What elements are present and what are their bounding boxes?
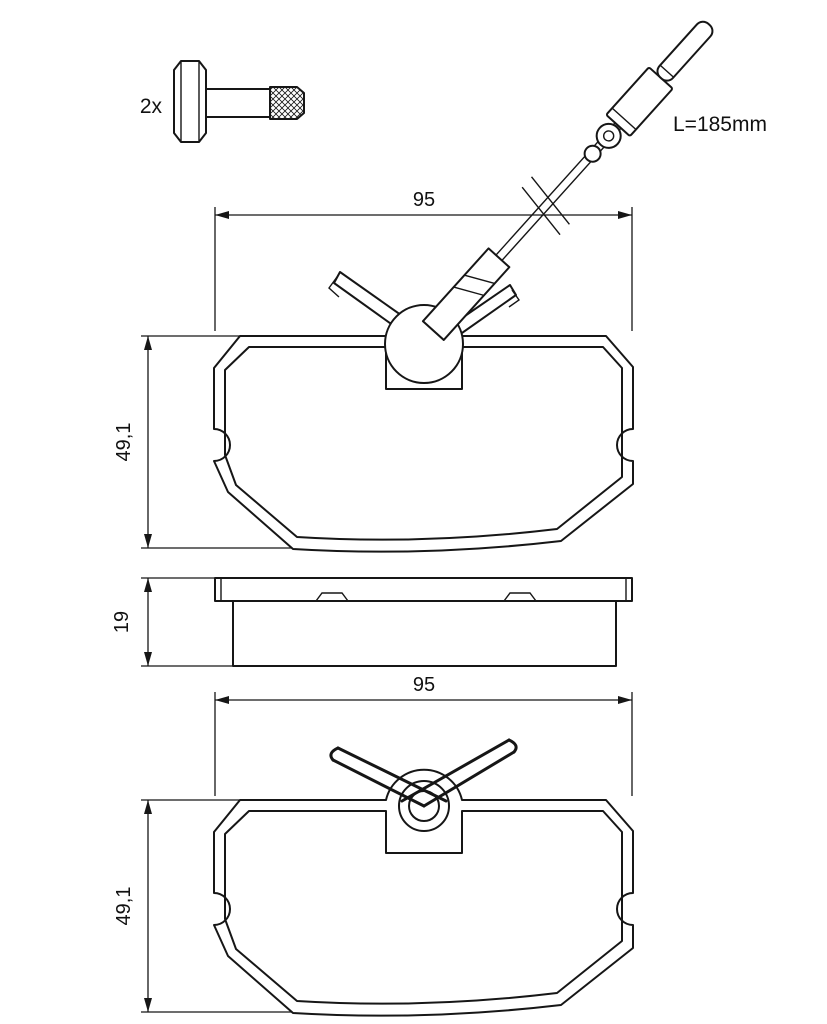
dimension-value-height-top: 49,1 bbox=[113, 423, 135, 462]
wire-right-lower bbox=[422, 750, 516, 808]
wire-left-tip bbox=[329, 746, 340, 762]
mounting-bolt-drawing: 2x bbox=[140, 60, 305, 143]
bolt-quantity-label: 2x bbox=[140, 95, 163, 118]
extension-lines bbox=[214, 692, 633, 796]
brake-pad-front-view-top bbox=[213, 271, 634, 553]
cable-grommet-hole bbox=[602, 130, 615, 142]
arrowhead-left bbox=[215, 696, 229, 704]
backplate-lug-right bbox=[503, 592, 537, 602]
arrowhead-left bbox=[215, 211, 229, 219]
friction-material-block bbox=[232, 600, 617, 667]
wire-right-upper bbox=[400, 738, 511, 803]
dimension-thickness: 19 bbox=[111, 577, 234, 667]
sensor-length-label: L=185mm bbox=[673, 113, 767, 136]
arrowhead-top bbox=[144, 578, 152, 592]
arrowhead-top bbox=[144, 336, 152, 350]
bolt-thread bbox=[269, 86, 305, 120]
dimension-value-height-bottom: 49,1 bbox=[113, 887, 135, 926]
backplate-edge bbox=[214, 577, 633, 602]
wear-sensor-drawing bbox=[421, 20, 714, 341]
sensor-body bbox=[421, 247, 511, 341]
spring-wing-left-hook bbox=[328, 276, 340, 298]
pad-outline-inner bbox=[224, 346, 623, 541]
cable-grommet-small bbox=[583, 144, 602, 163]
bolt-head bbox=[173, 60, 207, 143]
dimension-value-thickness: 19 bbox=[111, 611, 133, 633]
brake-pad-front-view-bottom bbox=[213, 738, 634, 1017]
dimension-value-width-bottom: 95 bbox=[413, 674, 435, 696]
connector-pin-line bbox=[659, 64, 675, 78]
arrowhead-right bbox=[618, 696, 632, 704]
arrowhead-bottom bbox=[144, 534, 152, 548]
wire-right-tip bbox=[507, 738, 518, 754]
extension-lines bbox=[214, 207, 633, 331]
bolt-shank bbox=[205, 88, 271, 118]
dimension-value-width-top: 95 bbox=[413, 189, 435, 211]
wire-left-upper bbox=[336, 746, 448, 803]
dimension-width-bottom: 95 bbox=[214, 674, 633, 796]
arrowhead-bottom bbox=[144, 998, 152, 1012]
wire-spring bbox=[329, 738, 518, 808]
backplate-lug-left bbox=[315, 592, 349, 602]
sensor-body-lines bbox=[453, 274, 495, 297]
spring-wing-right-hook bbox=[508, 289, 520, 308]
arrowhead-bottom bbox=[144, 652, 152, 666]
cable-break-marks bbox=[521, 176, 570, 236]
connector-sleeve-line bbox=[611, 107, 637, 131]
cable-grommet-ring bbox=[595, 122, 622, 149]
bolt-head-facet-lines bbox=[180, 61, 200, 142]
connector-pin bbox=[656, 20, 714, 82]
pad-outline-inner bbox=[224, 810, 623, 1005]
backplate-end-lines bbox=[220, 578, 627, 601]
brake-pad-side-view bbox=[214, 577, 633, 667]
extension-lines bbox=[141, 577, 234, 667]
arrowhead-right bbox=[618, 211, 632, 219]
arrowhead-top bbox=[144, 800, 152, 814]
